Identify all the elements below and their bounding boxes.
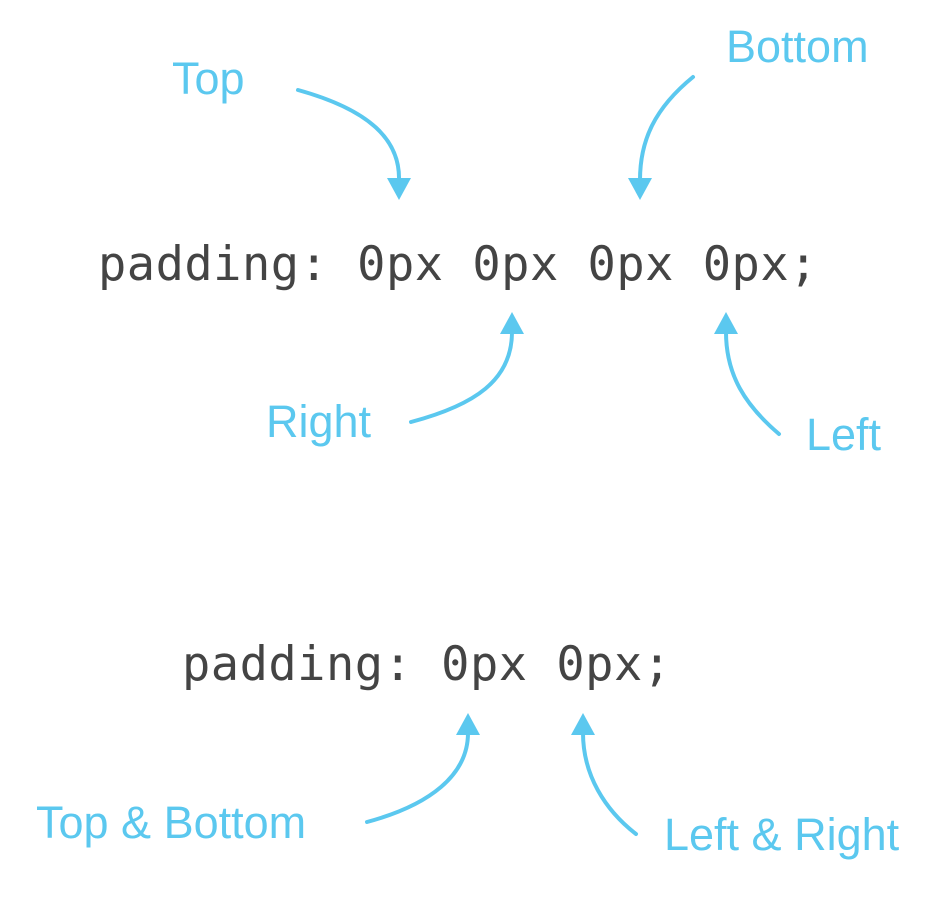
label-right: Right (266, 396, 372, 447)
code-four-values: padding: 0px 0px 0px 0px; (98, 237, 818, 292)
arrow-right (409, 312, 524, 424)
code-two-values: padding: 0px 0px; (182, 637, 672, 692)
label-bottom: Bottom (726, 21, 869, 72)
arrow-top (296, 88, 411, 200)
arrow-top-bottom (365, 713, 480, 824)
arrow-bottom (628, 75, 695, 200)
label-top-and-bottom: Top & Bottom (36, 797, 307, 848)
label-left: Left (806, 409, 882, 460)
arrow-left-right (571, 713, 638, 836)
label-left-and-right: Left & Right (664, 809, 900, 860)
label-top: Top (172, 53, 245, 104)
arrow-left (714, 312, 781, 436)
